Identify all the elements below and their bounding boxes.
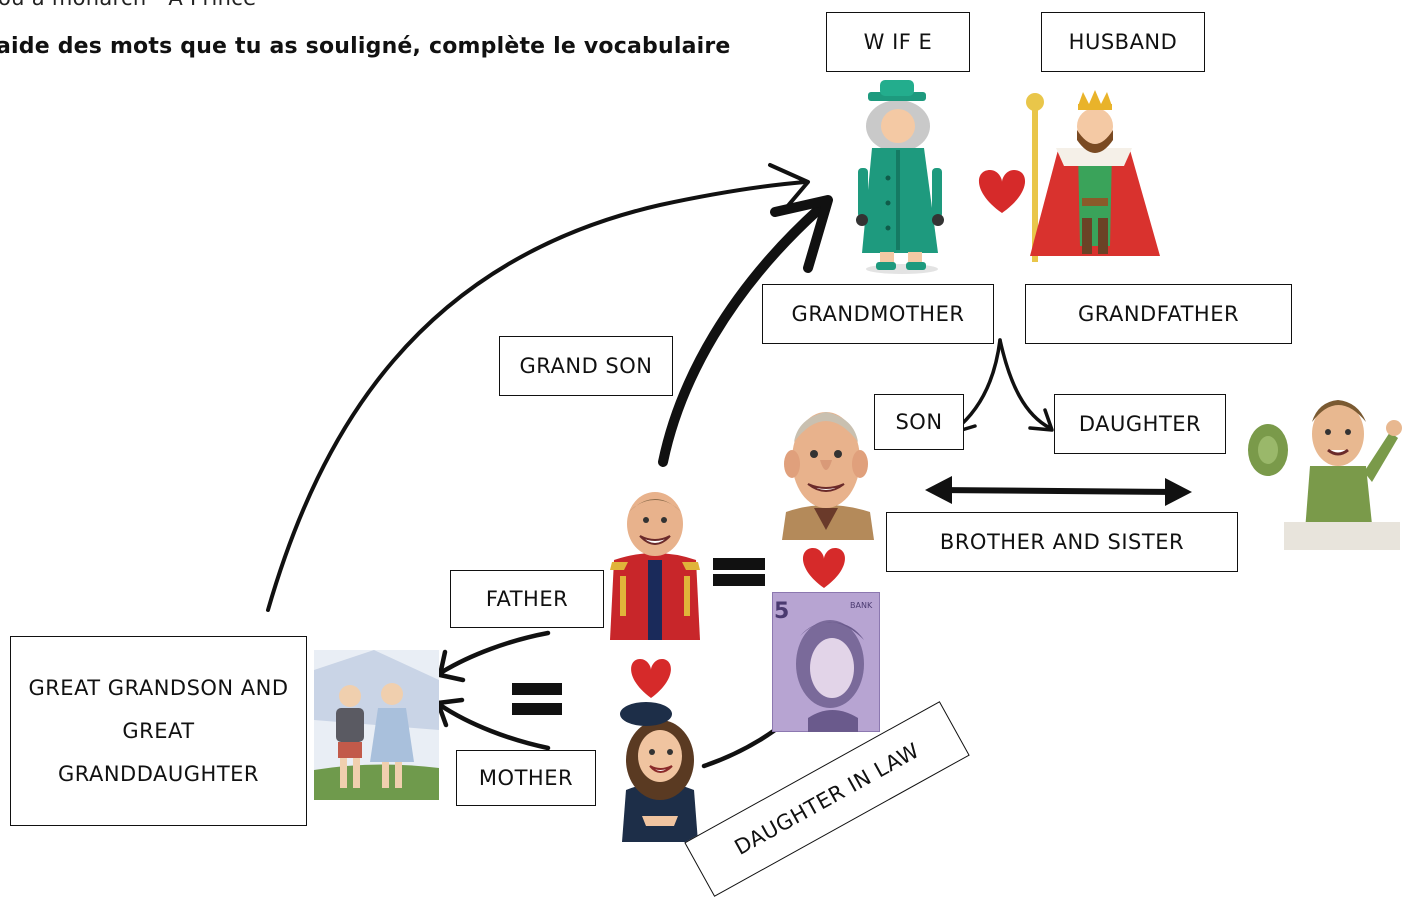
label-daughter: DAUGHTER [1054, 394, 1226, 454]
label-grand-son: GRAND SON [499, 336, 673, 396]
equals-sign-lower [512, 683, 562, 715]
king-illustration [1026, 90, 1160, 262]
arrowhead-thin [768, 163, 810, 210]
great-grandchildren-line-1: GREAT GRANDSON AND [28, 675, 289, 700]
label-brother-and-sister: BROTHER AND SISTER [886, 512, 1238, 572]
great-grandchildren-line-2: GREAT [122, 718, 195, 743]
label-husband: HUSBAND [1041, 12, 1205, 72]
great-grandchildren-line-3: GRANDDAUGHTER [57, 761, 260, 786]
children-photo [314, 650, 439, 800]
arrow-great-grandchildren-to-grandmother [266, 180, 807, 612]
svg-text:5: 5 [774, 599, 789, 624]
arrow-father-to-children [439, 630, 551, 675]
label-great-grandchildren: GREAT GRANDSON AND GREAT GRANDDAUGHTER [10, 636, 307, 826]
heart-icon-grandparents [978, 170, 1026, 213]
top-line-text: ou a monarch - A Prince [0, 0, 256, 10]
label-son: SON [874, 394, 964, 450]
label-mother: MOTHER [456, 750, 596, 806]
instruction-text: aide des mots que tu as souligné, complè… [0, 34, 731, 59]
equals-sign-upper [713, 558, 765, 586]
label-father: FATHER [450, 570, 604, 628]
banknote-text: BANK [850, 601, 873, 610]
william-caricature [610, 492, 700, 640]
label-grandmother: GRANDMOTHER [762, 284, 994, 344]
double-arrow-siblings [934, 487, 1181, 495]
label-wife: W IF E [826, 12, 970, 72]
heart-icon-william-kate [631, 659, 671, 698]
anne-caricature [1248, 400, 1402, 550]
heart-icon-charles-diana [803, 548, 845, 588]
queen-illustration [856, 80, 944, 274]
arrow-to-daughter [998, 338, 1052, 430]
diana-banknote: 5 BANK [771, 591, 881, 733]
label-grandfather: GRANDFATHER [1025, 284, 1292, 344]
charles-caricature [782, 412, 874, 540]
arrow-grandson-to-grandmother [658, 205, 823, 467]
kate-caricature [620, 702, 698, 842]
arrowhead-thick [770, 195, 833, 273]
arrow-mother-to-children [437, 702, 551, 751]
